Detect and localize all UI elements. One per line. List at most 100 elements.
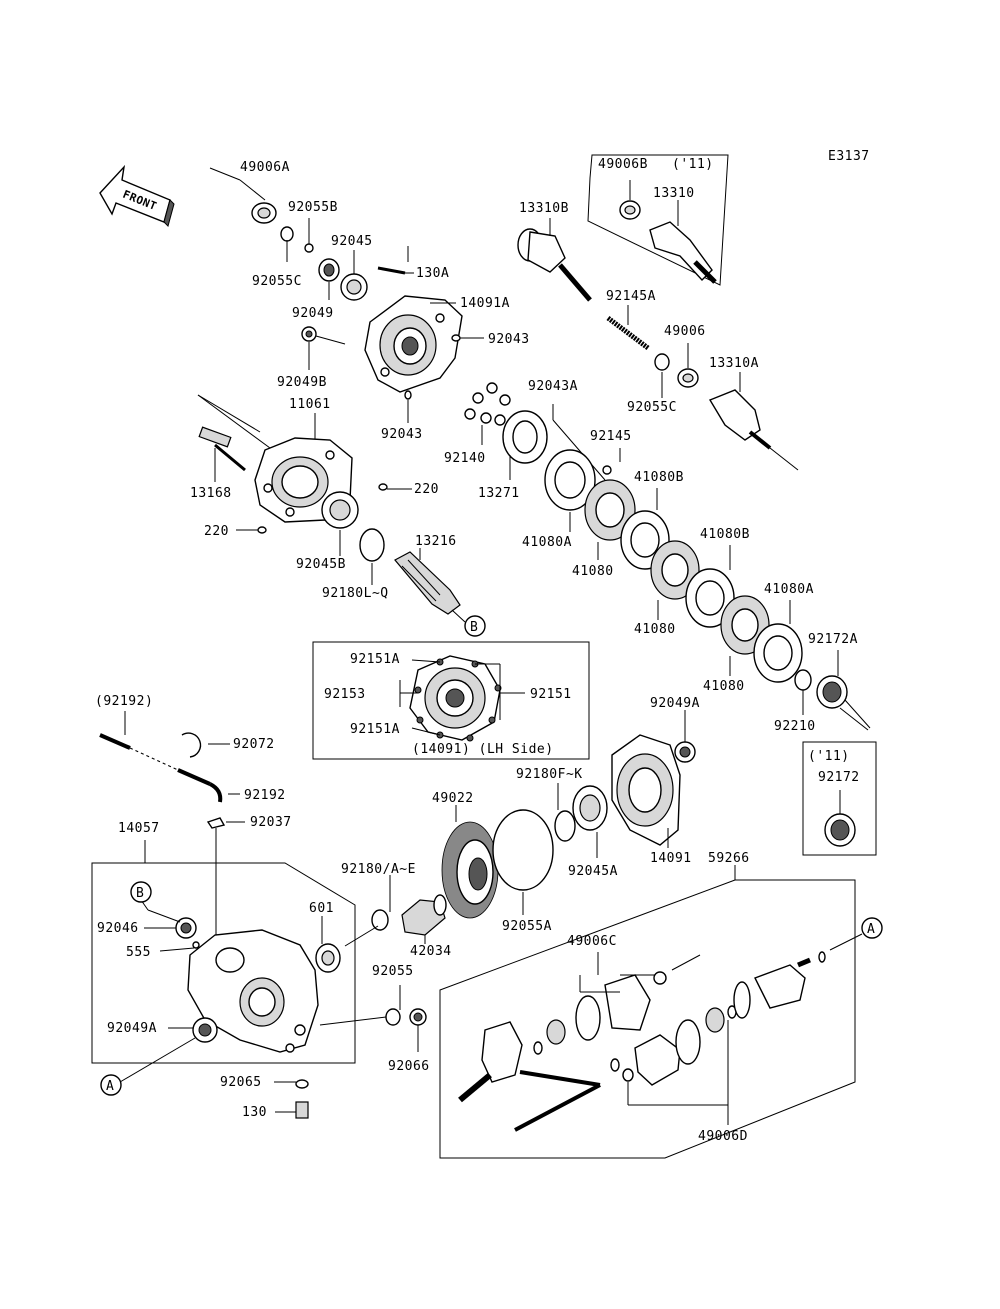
label-13271: 13271 bbox=[478, 486, 520, 501]
lh-housing-inset bbox=[312, 641, 590, 760]
callout-A-left: A bbox=[100, 1074, 122, 1096]
box-59266 bbox=[439, 879, 856, 1159]
label-92180FK: 92180F~K bbox=[516, 767, 583, 782]
label-13310: 13310 bbox=[653, 186, 695, 201]
pin-92043-mid bbox=[404, 390, 412, 400]
label-92043-top: 92043 bbox=[488, 332, 530, 347]
label-92045: 92045 bbox=[331, 234, 373, 249]
label-41080B-1: 41080B bbox=[634, 470, 684, 485]
tube-92192-paren bbox=[99, 733, 131, 750]
label-92055A: 92055A bbox=[502, 919, 552, 934]
label-130A: 130A bbox=[416, 266, 449, 281]
label-49006B: 49006B bbox=[598, 157, 648, 172]
label-92055B: 92055B bbox=[288, 200, 338, 215]
shim-92180AE bbox=[371, 909, 389, 931]
svg-text:A: A bbox=[106, 1079, 114, 1094]
label-14091-lh: (14091) (LH Side) bbox=[412, 742, 554, 757]
label-92037: 92037 bbox=[250, 815, 292, 830]
label-49006C: 49006C bbox=[567, 934, 617, 949]
label-41080A-2: 41080A bbox=[764, 582, 814, 597]
label-49022: 49022 bbox=[432, 791, 474, 806]
label-92055: 92055 bbox=[372, 964, 414, 979]
driveshaft-group bbox=[517, 154, 799, 471]
label-92151: 92151 bbox=[530, 687, 572, 702]
pin-220-left bbox=[257, 526, 267, 534]
label-92145A: 92145A bbox=[606, 289, 656, 304]
label-92072: 92072 bbox=[233, 737, 275, 752]
clutch-plates-group bbox=[464, 382, 877, 856]
label-92192: 92192 bbox=[244, 788, 286, 803]
label-49006D: 49006D bbox=[698, 1129, 748, 1144]
label-41080-2: 41080 bbox=[634, 622, 676, 637]
spring-92145 bbox=[602, 465, 612, 475]
pin-555 bbox=[192, 941, 200, 949]
pin-92043-top bbox=[451, 334, 461, 342]
label-92049: 92049 bbox=[292, 306, 334, 321]
label-92192-paren: (92192) bbox=[95, 694, 153, 709]
label-130: 130 bbox=[242, 1105, 267, 1120]
label-92210: 92210 bbox=[774, 719, 816, 734]
label-41080A-1: 41080A bbox=[522, 535, 572, 550]
bolt-130 bbox=[295, 1101, 309, 1119]
ring-gear-group bbox=[401, 710, 696, 944]
svg-text:A: A bbox=[867, 922, 875, 937]
label-92043-mid: 92043 bbox=[381, 427, 423, 442]
washer-92065 bbox=[295, 1079, 309, 1089]
oring-92055 bbox=[385, 1008, 401, 1026]
label-92045B: 92045B bbox=[296, 557, 346, 572]
label-11-a: ('11) bbox=[672, 157, 714, 172]
label-220-left: 220 bbox=[204, 524, 229, 539]
label-14091: 14091 bbox=[650, 851, 692, 866]
callout-B-bottom: B bbox=[130, 881, 152, 903]
label-92180LQ: 92180L~Q bbox=[322, 586, 389, 601]
label-92066: 92066 bbox=[388, 1059, 430, 1074]
label-92045A: 92045A bbox=[568, 864, 618, 879]
cv-joint-inner bbox=[754, 964, 806, 1009]
box-11-lower bbox=[802, 741, 877, 856]
diagram-code: E3137 bbox=[828, 149, 870, 164]
label-13216: 13216 bbox=[415, 534, 457, 549]
label-220-right: 220 bbox=[414, 482, 439, 497]
clip-92072 bbox=[181, 732, 202, 758]
tube-92192 bbox=[209, 782, 223, 803]
label-92049B: 92049B bbox=[277, 375, 327, 390]
clip-92037 bbox=[206, 817, 226, 829]
label-59266: 59266 bbox=[708, 851, 750, 866]
label-92151A-1: 92151A bbox=[350, 652, 400, 667]
label-92151A-2: 92151A bbox=[350, 722, 400, 737]
ring-92210 bbox=[794, 669, 812, 691]
oring-92055C bbox=[280, 226, 294, 242]
callout-A-right: A bbox=[861, 917, 883, 939]
label-41080-3: 41080 bbox=[703, 679, 745, 694]
label-14057: 14057 bbox=[118, 821, 160, 836]
inset-box bbox=[312, 641, 590, 760]
label-92055C-mid: 92055C bbox=[627, 400, 677, 415]
label-555: 555 bbox=[126, 945, 151, 960]
label-13310B: 13310B bbox=[519, 201, 569, 216]
label-92049A-top: 92049A bbox=[650, 696, 700, 711]
label-92055C-top: 92055C bbox=[252, 274, 302, 289]
label-92065: 92065 bbox=[220, 1075, 262, 1090]
label-13310A: 13310A bbox=[709, 356, 759, 371]
label-42034: 42034 bbox=[410, 944, 452, 959]
shim-92180LQ bbox=[359, 528, 385, 562]
label-41080B-2: 41080B bbox=[700, 527, 750, 542]
label-92140: 92140 bbox=[444, 451, 486, 466]
label-11061: 11061 bbox=[289, 397, 331, 412]
boot-49006C bbox=[604, 974, 651, 1031]
upper-housing-group bbox=[209, 167, 484, 423]
label-92046: 92046 bbox=[97, 921, 139, 936]
cv-joint-outer bbox=[481, 1021, 523, 1083]
label-11-b: ('11) bbox=[808, 749, 850, 764]
pinion-13216 bbox=[394, 551, 461, 615]
label-92172A: 92172A bbox=[808, 632, 858, 647]
label-92145: 92145 bbox=[590, 429, 632, 444]
oring-92055C-mid bbox=[654, 353, 670, 371]
gasket-92055A bbox=[492, 809, 554, 891]
label-601: 601 bbox=[309, 901, 334, 916]
label-92172: 92172 bbox=[818, 770, 860, 785]
part-labels: 49006A 92055B 92055C 92045 130A 92049 14… bbox=[95, 157, 860, 1144]
shaft-13168 bbox=[198, 426, 232, 448]
